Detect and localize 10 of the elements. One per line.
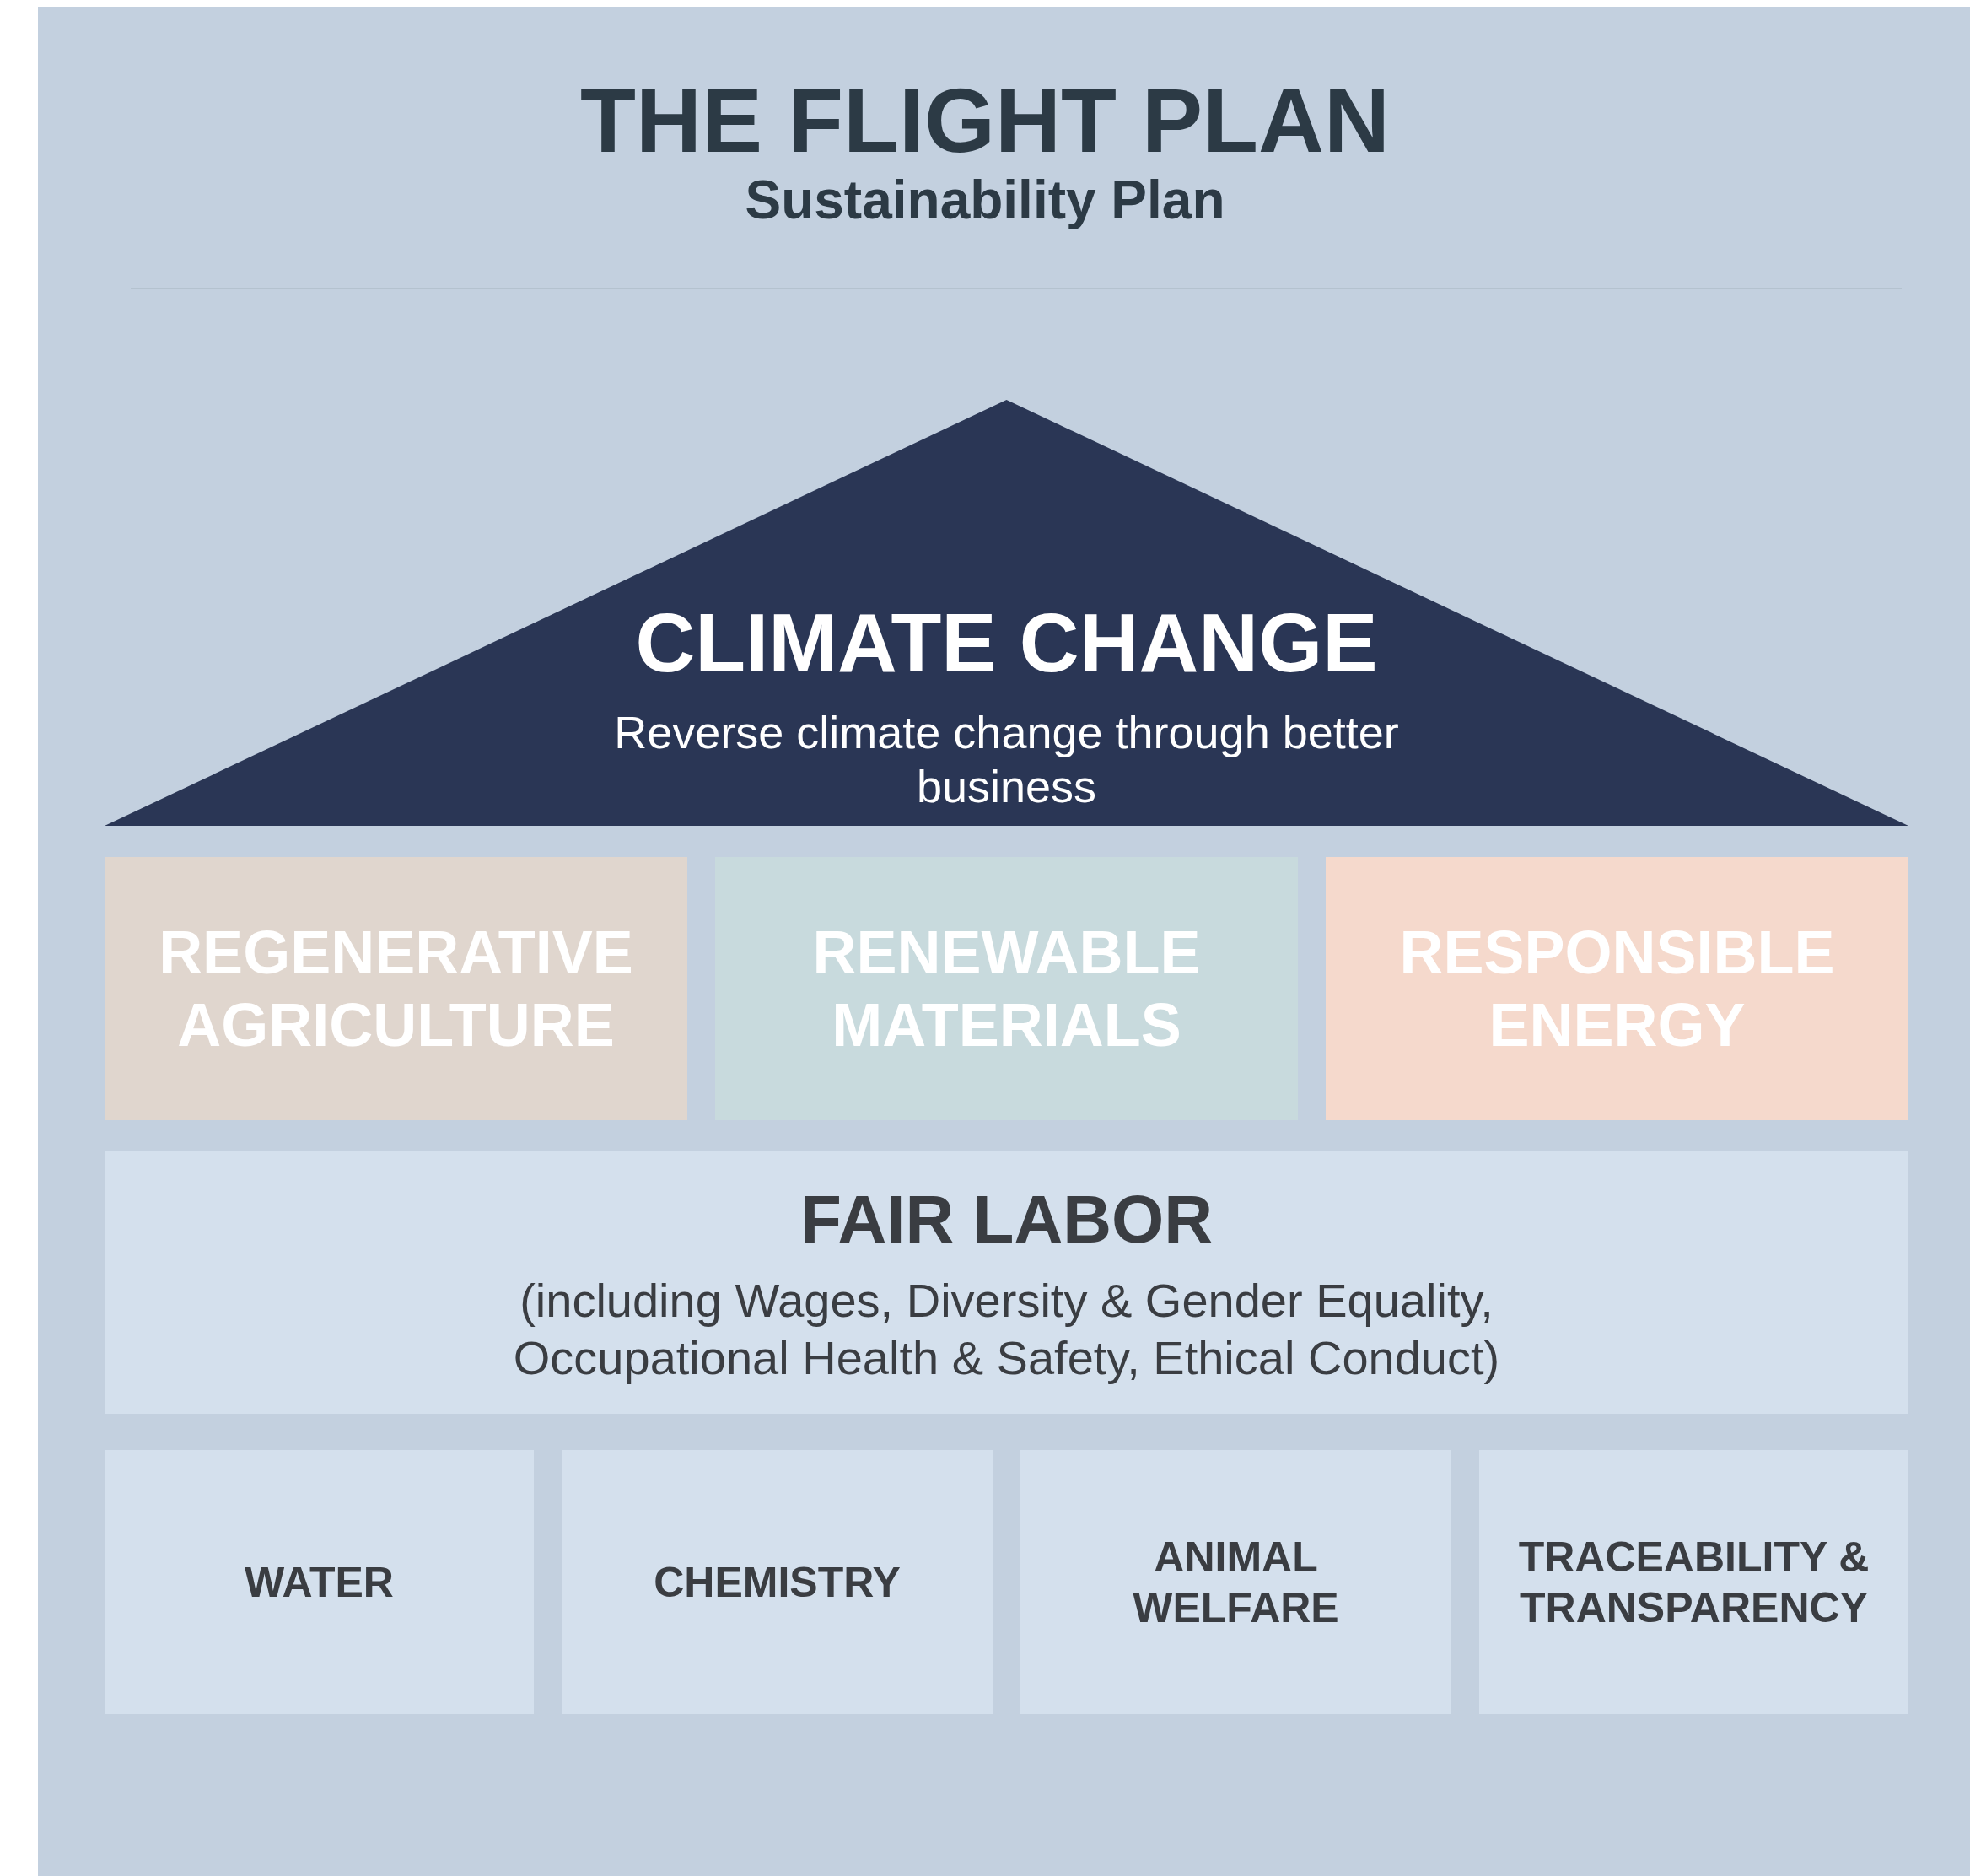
pillar-box <box>105 857 687 1120</box>
roof-text: Reverse climate change through better business <box>613 705 1400 814</box>
foundation-text: (including Wages, Diversity & Gender Equality, Occupational Health & Safety, Ethical Conduct) <box>512 1273 1501 1386</box>
topic-title: ANIMAL WELFARE <box>1132 1532 1340 1633</box>
topic-title: TRACEABILITY & TRANSPARENCY <box>1517 1532 1870 1633</box>
pillar-box <box>1326 857 1908 1120</box>
topic-title: CHEMISTRY <box>654 1557 901 1608</box>
topic-title: WATER <box>245 1557 394 1608</box>
roof-heading: CLIMATE CHANGE <box>635 596 1378 691</box>
foundation-heading: FAIR LABOR <box>800 1181 1213 1259</box>
